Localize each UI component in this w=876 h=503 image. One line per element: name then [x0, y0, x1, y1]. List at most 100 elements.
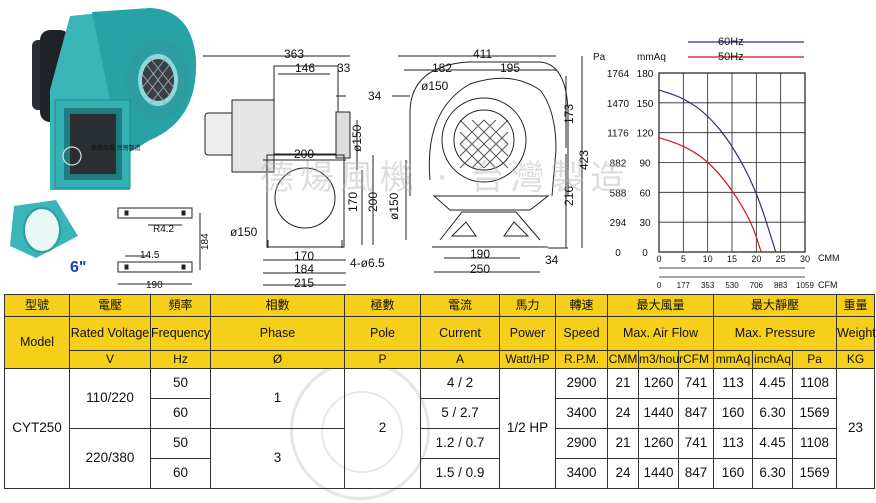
- cell-current: 5 / 2.7: [420, 398, 500, 429]
- th-voltage-zh: 電壓: [69, 294, 151, 317]
- cell-voltage: 220/380: [69, 428, 151, 489]
- cell-m3h: 1440: [638, 398, 679, 429]
- front-view-drawing: [392, 55, 583, 273]
- th-frequency: Frequency: [150, 316, 211, 351]
- cell-hz: 50: [150, 368, 211, 399]
- unit-pa: Pa: [792, 350, 838, 369]
- cell-inchaq: 6.30: [752, 398, 794, 429]
- x-tick-cfm: 177: [677, 281, 691, 290]
- y-tick-pa: 1764: [607, 69, 630, 80]
- dim-200-side: 200: [294, 147, 314, 161]
- unit-pole: P: [344, 350, 421, 369]
- th-airflow: Max. Air Flow: [606, 316, 715, 351]
- cell-pa: 1108: [792, 368, 838, 399]
- y-tick-mmaq: 0: [642, 248, 648, 259]
- cell-current: 4 / 2: [420, 368, 500, 399]
- cell-m3h: 1260: [638, 368, 679, 399]
- th-frequency-zh: 頻率: [150, 294, 211, 317]
- spec-table: 型號 電壓 頻率 相數 極數 電流 馬力 轉速 最大風量 最大靜壓 重量 Mod…: [4, 294, 876, 489]
- unit-kg: KG: [836, 350, 876, 369]
- cell-pa: 1569: [792, 458, 838, 489]
- table-row: CYT250 110/220 50 1 2 4 / 2 1/2 HP 2900 …: [4, 368, 876, 489]
- cell-rpm: 2900: [555, 368, 608, 399]
- y-tick-mmaq: 150: [637, 99, 654, 110]
- th-model: Model: [4, 316, 70, 369]
- cell-mmaq: 113: [713, 428, 754, 459]
- cell-pa: 1569: [792, 398, 838, 429]
- dim-215: 215: [294, 276, 314, 290]
- y-tick-mmaq: 60: [639, 188, 651, 199]
- dim-363: 363: [284, 47, 304, 61]
- x-tick-cfm: 0: [657, 281, 662, 290]
- cell-pa: 1108: [792, 428, 838, 459]
- dim-34-front: 34: [545, 253, 559, 267]
- th-speed-zh: 轉速: [555, 294, 608, 317]
- y-tick-pa: 588: [610, 188, 627, 199]
- th-pole-zh: 極數: [344, 294, 421, 317]
- legend-60hz: 60Hz: [718, 36, 744, 48]
- th-airflow-zh: 最大風量: [606, 294, 715, 317]
- cell-mmaq: 160: [713, 398, 754, 429]
- th-voltage: Rated Voltage: [69, 316, 151, 351]
- dim-190-front: 190: [470, 247, 490, 261]
- cell-m3h: 1260: [638, 428, 679, 459]
- th-power-zh: 馬力: [499, 294, 556, 317]
- flange-photo: [10, 200, 78, 258]
- cell-weight: 23: [836, 368, 876, 489]
- series-line-60hz: [658, 89, 777, 253]
- x-tick-cmm: 30: [800, 254, 810, 264]
- x-tick-cfm: 883: [774, 281, 788, 290]
- th-current-zh: 電流: [420, 294, 500, 317]
- x-tick-cmm: 20: [751, 254, 761, 264]
- cell-voltage: 110/220: [69, 368, 151, 429]
- x-tick-cfm: 706: [750, 281, 764, 290]
- cell-rpm: 3400: [555, 458, 608, 489]
- th-current: Current: [420, 316, 500, 351]
- x-tick-cmm: 0: [656, 254, 661, 264]
- th-weight-zh: 重量: [836, 294, 876, 317]
- dim-423: 423: [577, 150, 591, 170]
- cell-mmaq: 113: [713, 368, 754, 399]
- y-tick-mmaq: 180: [637, 69, 654, 80]
- cell-cfm: 847: [677, 398, 715, 429]
- dim-173: 173: [562, 104, 576, 124]
- y-tick-pa: 1470: [607, 99, 630, 110]
- cell-cfm: 741: [677, 428, 715, 459]
- dim-33: 33: [337, 61, 351, 75]
- y-tick-pa: 882: [610, 159, 627, 170]
- unit-a: A: [420, 350, 500, 369]
- cell-power: 1/2 HP: [499, 368, 556, 489]
- th-power: Power: [499, 316, 556, 351]
- cell-cfm: 741: [677, 368, 715, 399]
- performance-chart: Pa mmAq 60Hz 50Hz 0051771035315530207062…: [593, 36, 840, 290]
- cell-phase: 3: [210, 428, 345, 489]
- x-tick-cmm: 5: [681, 254, 686, 264]
- cell-current: 1.2 / 0.7: [420, 428, 500, 459]
- x-unit-cmm: CMM: [818, 253, 840, 263]
- dim-ø150-side-top: ø150: [350, 124, 364, 152]
- unit-inchaq: inchAq: [752, 350, 794, 369]
- dim-flange-14: 14.5: [140, 250, 160, 261]
- unit-cmm: CMM: [607, 350, 639, 369]
- th-weight: Weight: [836, 316, 876, 351]
- y-tick-mmaq: 120: [637, 129, 654, 140]
- cell-inchaq: 4.45: [752, 428, 794, 459]
- x-tick-cmm: 10: [703, 254, 713, 264]
- dim-146: 146: [295, 61, 315, 75]
- unit-cfm: CFM: [677, 350, 715, 369]
- cell-inchaq: 6.30: [752, 458, 794, 489]
- y-tick-pa: 0: [615, 248, 621, 259]
- th-phase: Phase: [210, 316, 345, 351]
- drawings-svg: 德煬風機 台灣製造 R4.2 184 14.5 190 6": [10, 8, 840, 291]
- cell-model: CYT250: [4, 368, 70, 489]
- blower-photo: 德煬風機 台灣製造: [32, 8, 197, 190]
- header-row-units: V Hz Ø P A Watt/HP R.P.M. CMM m3/hour CF…: [5, 350, 876, 369]
- cell-cmm: 21: [607, 428, 639, 459]
- dim-170-side: 170: [346, 192, 360, 212]
- cell-cfm: 847: [677, 458, 715, 489]
- cell-current: 1.5 / 0.9: [420, 458, 500, 489]
- dim-170-base: 170: [294, 249, 314, 263]
- th-pressure-zh: 最大靜壓: [713, 294, 838, 317]
- side-view-drawing: [203, 55, 374, 286]
- series-line-50hz: [658, 137, 762, 253]
